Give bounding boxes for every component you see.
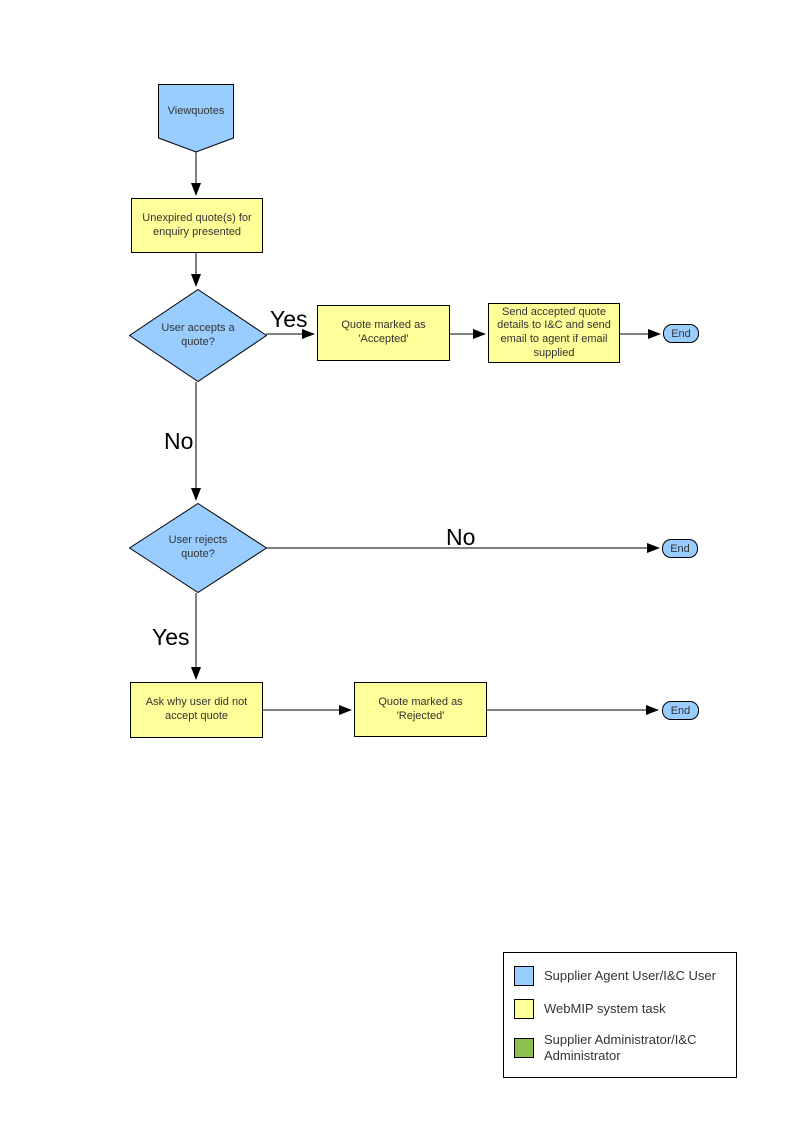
node-user-accepts-decision: User accepts a quote? <box>129 289 267 382</box>
legend-box: Supplier Agent User/I&C User WebMIP syst… <box>503 952 737 1078</box>
node-unexpired-quotes: Unexpired quote(s) for enquiry presented <box>131 198 263 253</box>
accepts-diamond-shape <box>129 289 267 382</box>
legend-label-webmip-task: WebMIP system task <box>544 1001 666 1017</box>
start-label: Viewquotes <box>167 104 225 117</box>
user-rejects-label: User rejects quote? <box>168 534 228 560</box>
legend-item-webmip-task: WebMIP system task <box>514 999 726 1019</box>
node-ask-why: Ask why user did not accept quote <box>130 682 263 738</box>
rejects-diamond-shape <box>129 503 267 593</box>
user-accepts-label: User accepts a quote? <box>161 321 235 348</box>
node-marked-rejected: Quote marked as 'Rejected' <box>354 682 487 737</box>
edge-label-accepts-no: No <box>164 428 194 454</box>
node-start: Viewquotes <box>158 84 234 153</box>
legend-item-supplier-admin: Supplier Administrator/I&C Administrator <box>514 1032 726 1064</box>
legend-swatch-yellow <box>514 999 534 1019</box>
marked-rejected-label: Quote marked as 'Rejected' <box>378 695 463 722</box>
legend-label-supplier-agent: Supplier Agent User/I&C User <box>544 968 716 984</box>
legend-item-supplier-agent: Supplier Agent User/I&C User <box>514 966 726 986</box>
legend-swatch-blue <box>514 966 534 986</box>
node-marked-accepted: Quote marked as 'Accepted' <box>317 305 450 361</box>
end-accepted-label: End <box>671 327 691 340</box>
node-user-rejects-decision: User rejects quote? <box>129 503 267 593</box>
edge-label-rejects-yes: Yes <box>152 624 190 650</box>
node-end-accepted: End <box>663 324 699 343</box>
node-end-rejected: End <box>662 701 699 720</box>
start-pennant-shape <box>158 84 234 153</box>
node-send-details: Send accepted quote details to I&C and s… <box>488 303 620 363</box>
edge-label-accepts-yes: Yes <box>270 306 308 332</box>
node-end-reject-no: End <box>662 539 698 558</box>
legend-swatch-green <box>514 1037 534 1058</box>
send-details-label: Send accepted quote details to I&C and s… <box>497 305 611 359</box>
ask-why-label: Ask why user did not accept quote <box>145 696 248 722</box>
unexpired-quotes-label: Unexpired quote(s) for enquiry presented <box>142 211 252 238</box>
end-rejected-label: End <box>670 704 691 717</box>
marked-accepted-label: Quote marked as 'Accepted' <box>341 319 426 345</box>
legend-label-supplier-admin: Supplier Administrator/I&C Administrator <box>544 1032 697 1063</box>
edge-label-rejects-no: No <box>446 524 476 550</box>
end-reject-no-label: End <box>670 542 690 555</box>
